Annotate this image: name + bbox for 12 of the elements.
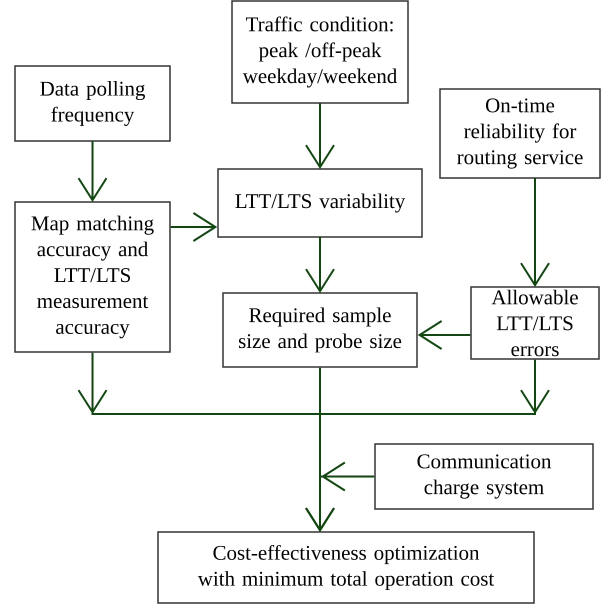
process-box: Cost-effectiveness optimization with minimum total operation cost	[157, 531, 535, 604]
process-box: Required sample size and probe size	[222, 292, 418, 368]
process-box: Communication charge system	[374, 443, 594, 510]
arrow	[520, 178, 550, 287]
arrow	[78, 141, 108, 202]
process-box: LTT/LTS variability	[217, 168, 423, 238]
process-box: On-time reliability for routing service	[439, 88, 601, 179]
process-box: Traffic condition: peak /off-peak weekday/weekend	[231, 0, 409, 104]
arrow	[305, 103, 335, 169]
process-box: Allowable LTT/LTS errors	[470, 286, 600, 360]
process-box: Map matching accuracy and LTT/LTS measurement accuracy	[14, 201, 171, 353]
process-box: Data polling frequency	[14, 65, 171, 142]
